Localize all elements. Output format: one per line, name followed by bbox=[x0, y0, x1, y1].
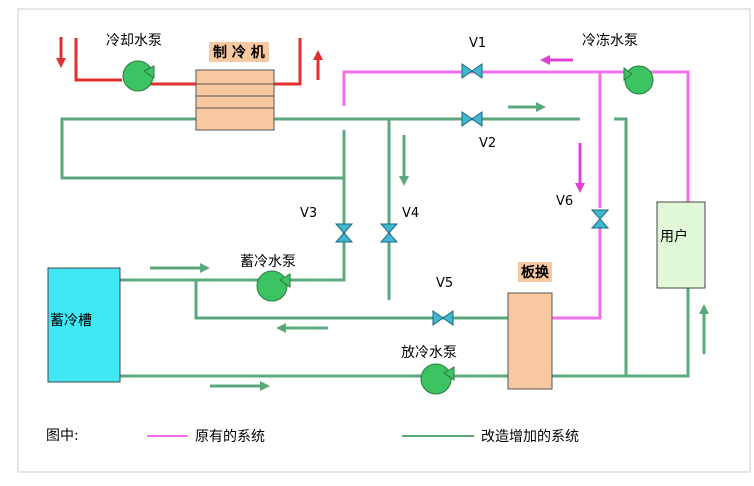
cooling-pump-icon bbox=[122, 60, 155, 92]
valve-v2-icon-b bbox=[471, 111, 483, 127]
legend-title: 图中: bbox=[46, 428, 79, 444]
plate-hx-label: 板换 bbox=[518, 262, 552, 282]
cooling-arrows bbox=[56, 37, 323, 80]
legend-retrofit-label: 改造增加的系统 bbox=[481, 429, 579, 445]
valve-v5-icon-b bbox=[442, 310, 454, 326]
original-arrows bbox=[540, 55, 585, 193]
user-label: 用户 bbox=[660, 229, 688, 245]
valve-v6-icon-b bbox=[590, 218, 610, 229]
valve-v4-icon-b bbox=[379, 232, 399, 243]
valve-v3-icon bbox=[334, 223, 354, 234]
cooling-water-loop bbox=[74, 38, 302, 86]
valve-v1-icon bbox=[461, 63, 473, 79]
user-load bbox=[656, 201, 706, 289]
storage-pump-icon bbox=[256, 270, 291, 302]
legend-original-label: 原有的系统 bbox=[195, 429, 265, 445]
plate-heat-exchanger bbox=[507, 292, 553, 390]
valve-v1-icon-b bbox=[471, 63, 483, 79]
cooling-pump-label: 冷却水泵 bbox=[106, 33, 162, 49]
discharge-pump-label: 放冷水泵 bbox=[401, 345, 457, 361]
storage-tank-label: 蓄冷槽 bbox=[50, 313, 92, 329]
chilled-pump-label: 冷冻水泵 bbox=[582, 33, 638, 49]
cooling-down-arrow bbox=[56, 58, 66, 68]
valve-v2-label: V2 bbox=[479, 136, 497, 151]
original-system-lines bbox=[342, 70, 690, 320]
chilled-pump-icon bbox=[623, 65, 654, 95]
valve-v4-label: V4 bbox=[402, 206, 420, 221]
chiller-unit bbox=[195, 69, 275, 131]
valve-v6-label: V6 bbox=[556, 194, 574, 209]
valve-v4-icon bbox=[379, 223, 399, 234]
storage-pump-label: 蓄冷水泵 bbox=[240, 254, 296, 270]
storage-tank bbox=[47, 267, 121, 383]
valve-v3-label: V3 bbox=[300, 206, 318, 221]
valve-v6-icon bbox=[590, 209, 610, 220]
cooling-up-arrow bbox=[313, 50, 323, 60]
valve-v1-label: V1 bbox=[469, 36, 487, 51]
valve-v5-label: V5 bbox=[436, 276, 454, 291]
discharge-pump-icon bbox=[420, 363, 455, 395]
chiller-label: 制 冷 机 bbox=[209, 42, 269, 62]
retrofit-arrows bbox=[150, 102, 709, 391]
valve-v3-icon-b bbox=[334, 232, 354, 243]
valve-v5-icon bbox=[432, 310, 444, 326]
valve-v2-icon bbox=[461, 111, 473, 127]
